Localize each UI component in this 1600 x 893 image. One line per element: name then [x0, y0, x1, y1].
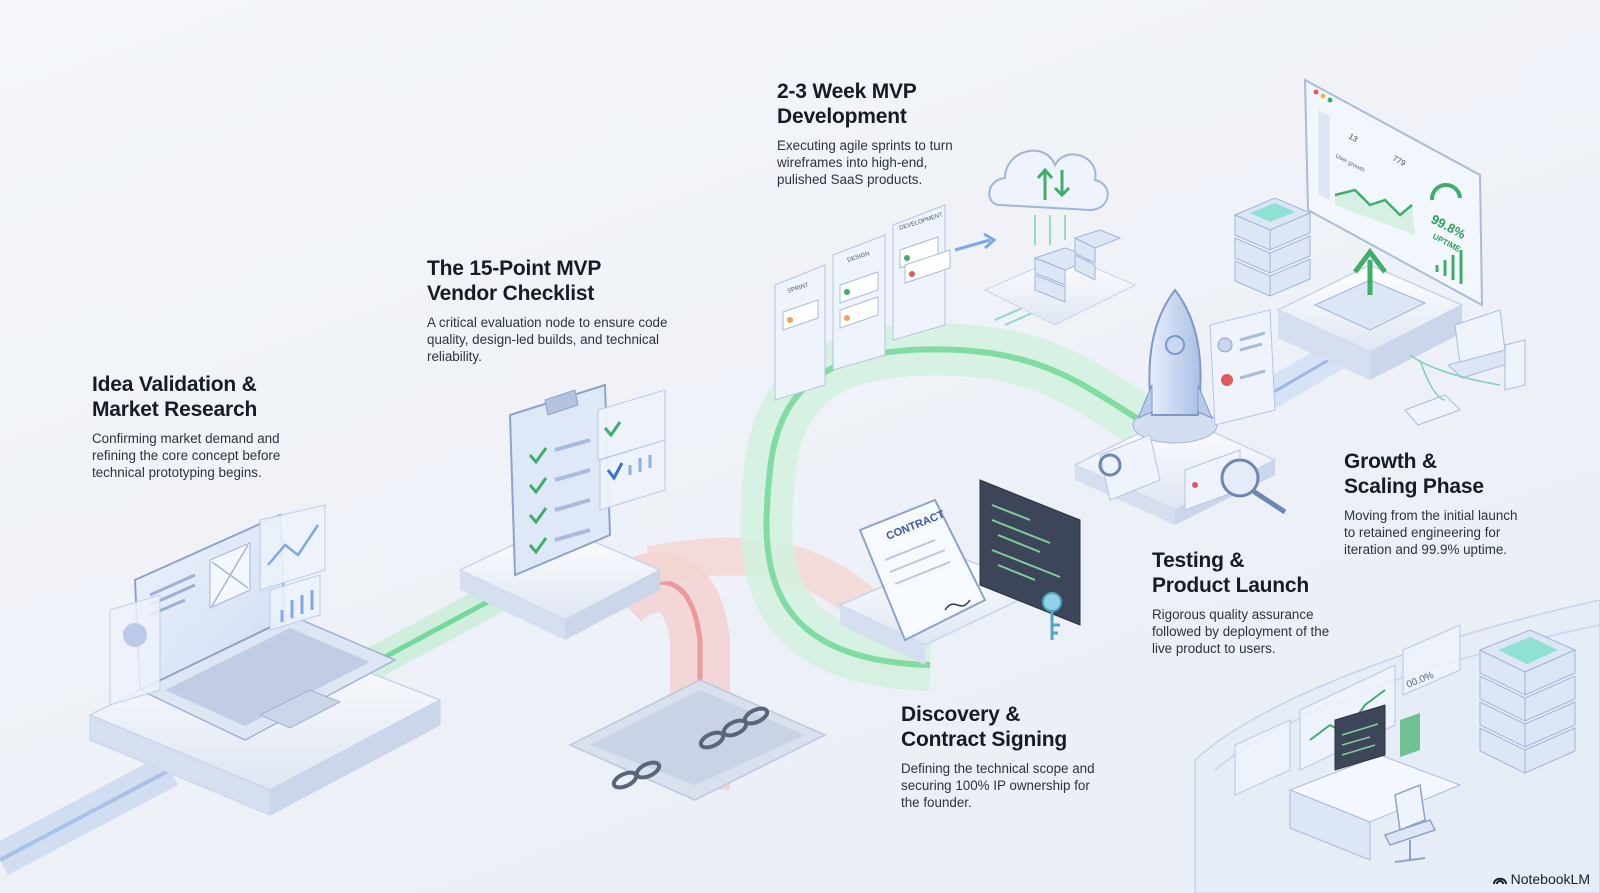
step-description: Defining the technical scope and securin…: [901, 761, 1095, 810]
step-title: The 15-Point MVP Vendor Checklist: [427, 257, 602, 305]
contract-paper: [858, 498, 987, 642]
step-description: Confirming market demand and refining th…: [92, 431, 281, 480]
step-description: Rigorous quality assurance followed by d…: [1152, 607, 1330, 656]
checklist-station: [458, 383, 666, 640]
laptop-station: [88, 504, 442, 816]
cloud-servers: [983, 149, 1137, 326]
search-icon: [1098, 453, 1122, 477]
growth-arrow-icon: [1353, 247, 1387, 295]
rocket-launch-pad: [1073, 288, 1287, 525]
growth-dashboard: 13 779 User growth 99.8% UPTIME: [1233, 78, 1526, 426]
broken-chain-icon: [611, 706, 770, 790]
server-rack: [1478, 629, 1577, 774]
broken-chain-pit: [568, 679, 827, 801]
brand-label: NotebookLM: [1510, 871, 1590, 887]
notebooklm-logo-icon: [1492, 877, 1507, 885]
step-growth: Growth & Scaling Phase Moving from the i…: [1344, 449, 1584, 558]
step-development: 2-3 Week MVP Development Executing agile…: [777, 79, 1037, 188]
magnifier-icon: [1220, 458, 1260, 498]
step-description: A critical evaluation node to ensure cod…: [427, 315, 668, 364]
step-testing: Testing & Product Launch Rigorous qualit…: [1152, 548, 1382, 657]
step-title: Testing & Product Launch: [1152, 549, 1310, 597]
step-idea: Idea Validation & Market Research Confir…: [92, 372, 352, 481]
key-icon: [1042, 592, 1062, 612]
contract-station: CONTRACT: [838, 479, 1081, 665]
step-title: Idea Validation & Market Research: [92, 373, 258, 421]
bug-icon: [1221, 374, 1233, 386]
brand-watermark: NotebookLM: [1492, 871, 1590, 887]
dashboard-monitor: [1303, 78, 1484, 307]
sprint-board: SPRINT DESIGN DEVELOPMENT: [774, 204, 997, 401]
scaling-office: 00.0%: [1194, 599, 1600, 893]
code-panel: [979, 479, 1081, 626]
step-description: Executing agile sprints to turn wirefram…: [777, 138, 953, 187]
step-title: 2-3 Week MVP Development: [777, 80, 917, 128]
step-title: Growth & Scaling Phase: [1344, 450, 1484, 498]
server-stack: [1233, 197, 1312, 297]
step-description: Moving from the initial launch to retain…: [1344, 508, 1518, 557]
step-title: Discovery & Contract Signing: [901, 703, 1067, 751]
step-discovery: Discovery & Contract Signing Defining th…: [901, 702, 1161, 811]
cloud-icon: [988, 149, 1109, 212]
step-checklist: The 15-Point MVP Vendor Checklist A crit…: [427, 256, 727, 365]
